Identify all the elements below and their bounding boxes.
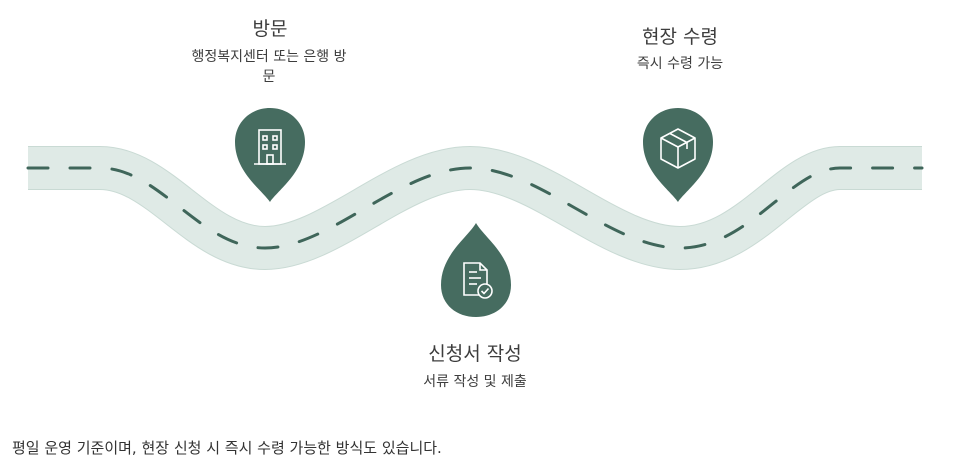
marker-visit <box>235 108 305 202</box>
marker-application <box>441 223 511 317</box>
step-title-pickup: 현장 수령 <box>642 26 718 48</box>
step-title-visit: 방문 <box>252 18 288 40</box>
step-desc-visit: 행정복지센터 또는 은행 방문 <box>191 49 347 85</box>
building-icon <box>254 129 286 165</box>
step-title-application: 신청서 작성 <box>428 343 522 365</box>
footnote: 평일 운영 기준이며, 현장 신청 시 즉시 수령 가능한 방식도 있습니다. <box>12 439 442 457</box>
box-icon <box>660 128 696 169</box>
step-desc-application: 서류 작성 및 제출 <box>423 374 527 390</box>
document-check-icon <box>463 262 493 299</box>
step-desc-pickup: 즉시 수령 가능 <box>636 56 724 72</box>
marker-pickup <box>643 108 713 202</box>
road-center-line <box>26 166 924 250</box>
